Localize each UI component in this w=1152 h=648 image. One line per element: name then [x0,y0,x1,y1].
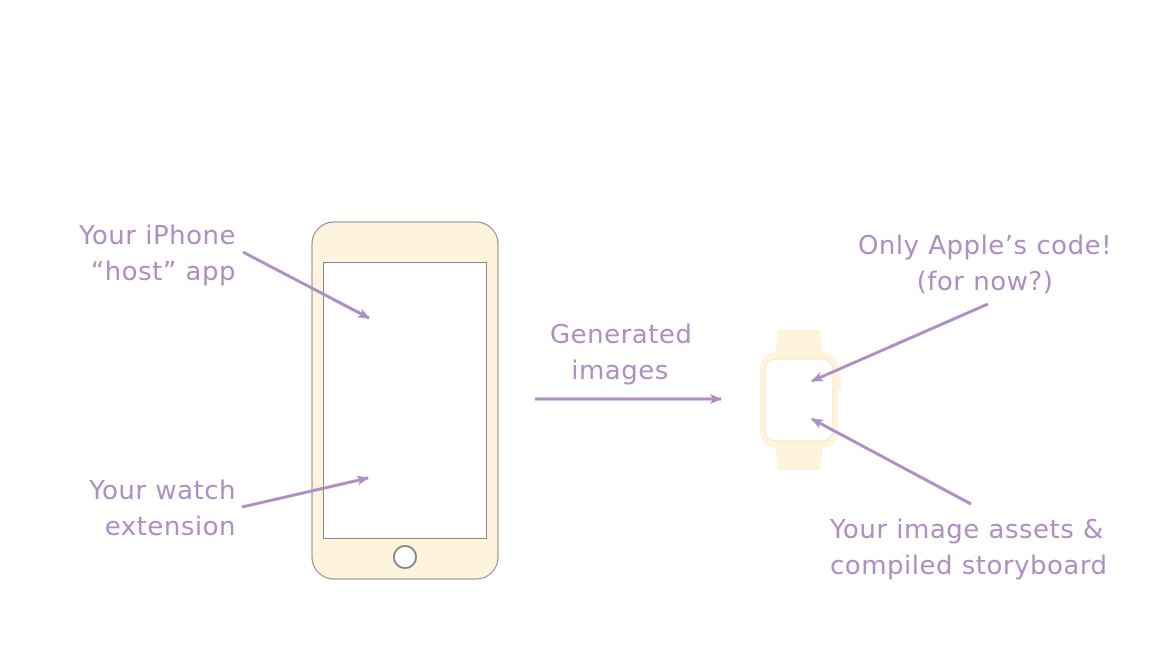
iphone-home-button [393,545,417,569]
label-apple-code: Only Apple’s code! (for now?) [858,228,1112,300]
label-line: (for now?) [916,267,1054,297]
label-iphone-host-app: Your iPhone “host” app [79,218,236,290]
iphone-screen [323,262,487,539]
watch-band-bottom [775,447,823,470]
label-image-assets: Your image assets & compiled storyboard [830,512,1108,584]
label-line: Only Apple’s code! [857,231,1112,261]
label-line: images [571,356,669,386]
label-line: extension [104,512,236,542]
arrow-image-assets [811,417,972,506]
arrow-watch-extension [241,475,369,509]
label-line: Your image assets & [830,515,1104,545]
arrow-apple-code [811,302,989,383]
label-line: compiled storyboard [830,551,1108,581]
label-line: Your watch [89,476,236,506]
label-line: Generated [550,320,693,350]
label-line: “host” app [90,257,236,287]
label-watch-extension: Your watch extension [89,473,236,545]
label-line: Your iPhone [78,221,236,251]
arrow-host-app [242,250,370,320]
watch-band-top [775,330,823,355]
watch-screen [764,358,834,442]
apple-watch-device [760,330,841,470]
iphone-device [311,221,499,580]
label-generated-images: Generated images [550,317,693,389]
watch-crown [836,376,841,390]
